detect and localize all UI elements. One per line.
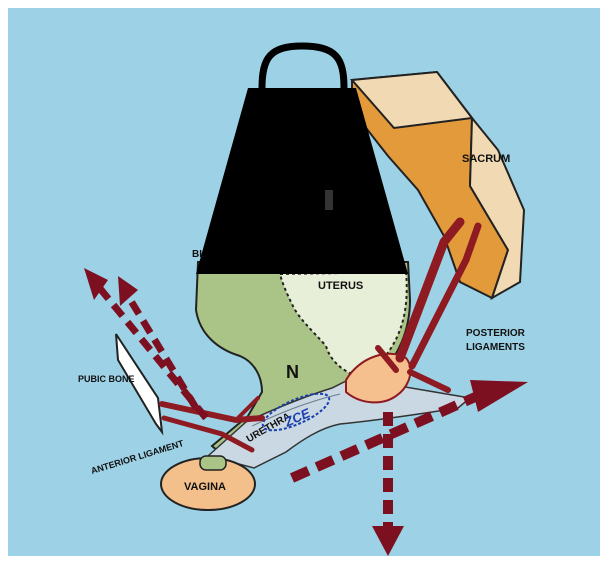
pubic-bone-label: PUBIC BONE xyxy=(78,374,135,384)
uterus-label: UTERUS xyxy=(318,280,363,292)
vagina-label: VAGINA xyxy=(184,481,226,493)
sacrum-label: SACRUM xyxy=(462,153,510,165)
posterior-ligaments-label-2: LIGAMENTS xyxy=(466,342,525,353)
n-label: N xyxy=(286,362,299,382)
posterior-ligaments-label-1: POSTERIOR xyxy=(466,328,526,339)
bladder-partial-label: BL xyxy=(192,249,205,260)
